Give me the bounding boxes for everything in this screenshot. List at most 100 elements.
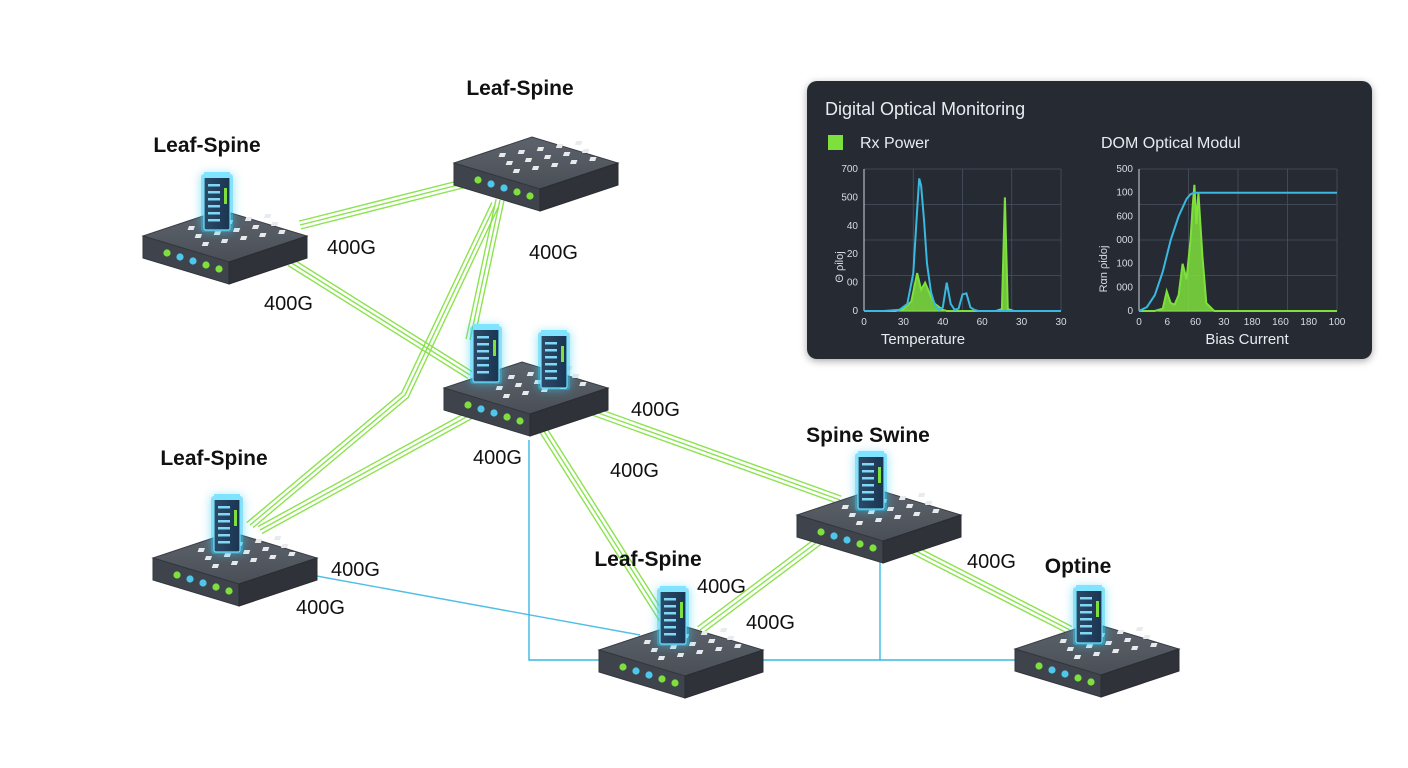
port	[204, 556, 213, 560]
switch-side	[882, 514, 962, 564]
switch-n4[interactable]	[151, 531, 319, 607]
status-led	[487, 180, 495, 188]
x-tick-label: 0	[1136, 317, 1142, 328]
status-led	[1035, 662, 1043, 670]
port	[273, 536, 282, 540]
port	[269, 555, 277, 559]
chart2-ylabel: Rαn ρίdoϳ	[1098, 246, 1110, 293]
status-led	[1087, 678, 1095, 686]
x-tick-label: 30	[1016, 317, 1028, 328]
y-tick-label: 500	[841, 192, 858, 203]
blue-cable	[528, 440, 600, 661]
cable-strand	[697, 536, 819, 628]
server-slot	[862, 491, 874, 494]
legend-label-rx-power: Rx Power	[860, 135, 930, 152]
status-led	[215, 265, 223, 273]
server-slot	[218, 513, 230, 516]
server-slot	[545, 363, 557, 366]
port	[562, 152, 571, 156]
y-tick-label: 0	[852, 306, 858, 317]
x-tick-label: 100	[1329, 317, 1346, 328]
switch-n2[interactable]	[452, 136, 620, 212]
link-speed-label: 400G	[746, 612, 795, 634]
link-speed-label: 400G	[327, 237, 376, 259]
server-slot	[218, 534, 230, 537]
server-slot	[862, 498, 874, 501]
server-status	[680, 602, 683, 618]
switch-n7[interactable]	[1013, 622, 1181, 698]
status-led	[516, 417, 524, 425]
chart2-xlabel: Bias Current	[1205, 331, 1289, 348]
port	[521, 391, 530, 395]
port	[505, 161, 514, 165]
port	[278, 230, 286, 234]
port	[898, 496, 907, 500]
port	[1150, 643, 1158, 647]
y-tick-label: 600	[1116, 211, 1133, 222]
node-label-n2: Leaf-Spine	[466, 77, 573, 100]
port	[263, 214, 272, 218]
y-tick-label: 100	[1116, 259, 1133, 270]
status-led	[1074, 674, 1082, 682]
port	[254, 539, 263, 543]
server-rack-icon	[211, 494, 243, 554]
port	[719, 628, 728, 632]
switch-n5[interactable]	[597, 623, 765, 699]
port	[288, 552, 296, 556]
series-line-0	[1139, 184, 1337, 312]
y-tick-label: 00	[847, 278, 859, 289]
port	[905, 504, 914, 508]
link-speed-label: 400G	[697, 576, 746, 598]
y-tick-label: 20	[847, 249, 859, 260]
status-led	[817, 528, 825, 536]
server-slot	[664, 598, 676, 601]
x-tick-label: 180	[1244, 317, 1261, 328]
switch-n3[interactable]	[442, 361, 610, 437]
cable-strand	[911, 543, 1073, 628]
port	[855, 521, 864, 525]
server-slot	[862, 484, 874, 487]
server-slot	[545, 356, 557, 359]
link-n1-n2	[298, 177, 472, 230]
port	[688, 642, 697, 646]
cable-strand	[298, 177, 470, 222]
x-tick-label: 40	[937, 317, 949, 328]
port	[570, 160, 578, 164]
cable-strand	[907, 550, 1069, 635]
server-status	[234, 510, 237, 526]
server-slot	[862, 463, 874, 466]
status-led	[619, 663, 627, 671]
x-tick-label: 60	[1190, 317, 1202, 328]
server-slot	[1080, 611, 1092, 614]
status-led	[464, 401, 472, 409]
server-slot	[218, 520, 230, 523]
cable-strand	[591, 405, 842, 497]
switch-n6[interactable]	[795, 488, 963, 564]
cable-strand	[699, 539, 821, 631]
port	[498, 153, 507, 157]
server-cap	[660, 586, 686, 592]
cable-strand	[261, 417, 473, 535]
status-led	[856, 540, 864, 548]
port	[536, 147, 545, 151]
port	[917, 493, 926, 497]
server-status	[224, 188, 227, 204]
switch-side	[228, 235, 308, 285]
cable-strand	[589, 409, 841, 501]
y-tick-label: 40	[847, 221, 859, 232]
link-speed-label: 400G	[331, 559, 380, 581]
status-led	[173, 571, 181, 579]
node-label-n4: Leaf-Spine	[160, 447, 267, 470]
status-led	[500, 184, 508, 192]
port	[230, 561, 239, 565]
x-tick-label: 6	[1165, 317, 1171, 328]
status-led	[474, 176, 482, 184]
status-led	[225, 587, 233, 595]
port	[579, 382, 587, 386]
port	[574, 141, 583, 145]
port	[932, 509, 940, 513]
x-tick-label: 30	[1218, 317, 1230, 328]
port	[249, 558, 258, 562]
